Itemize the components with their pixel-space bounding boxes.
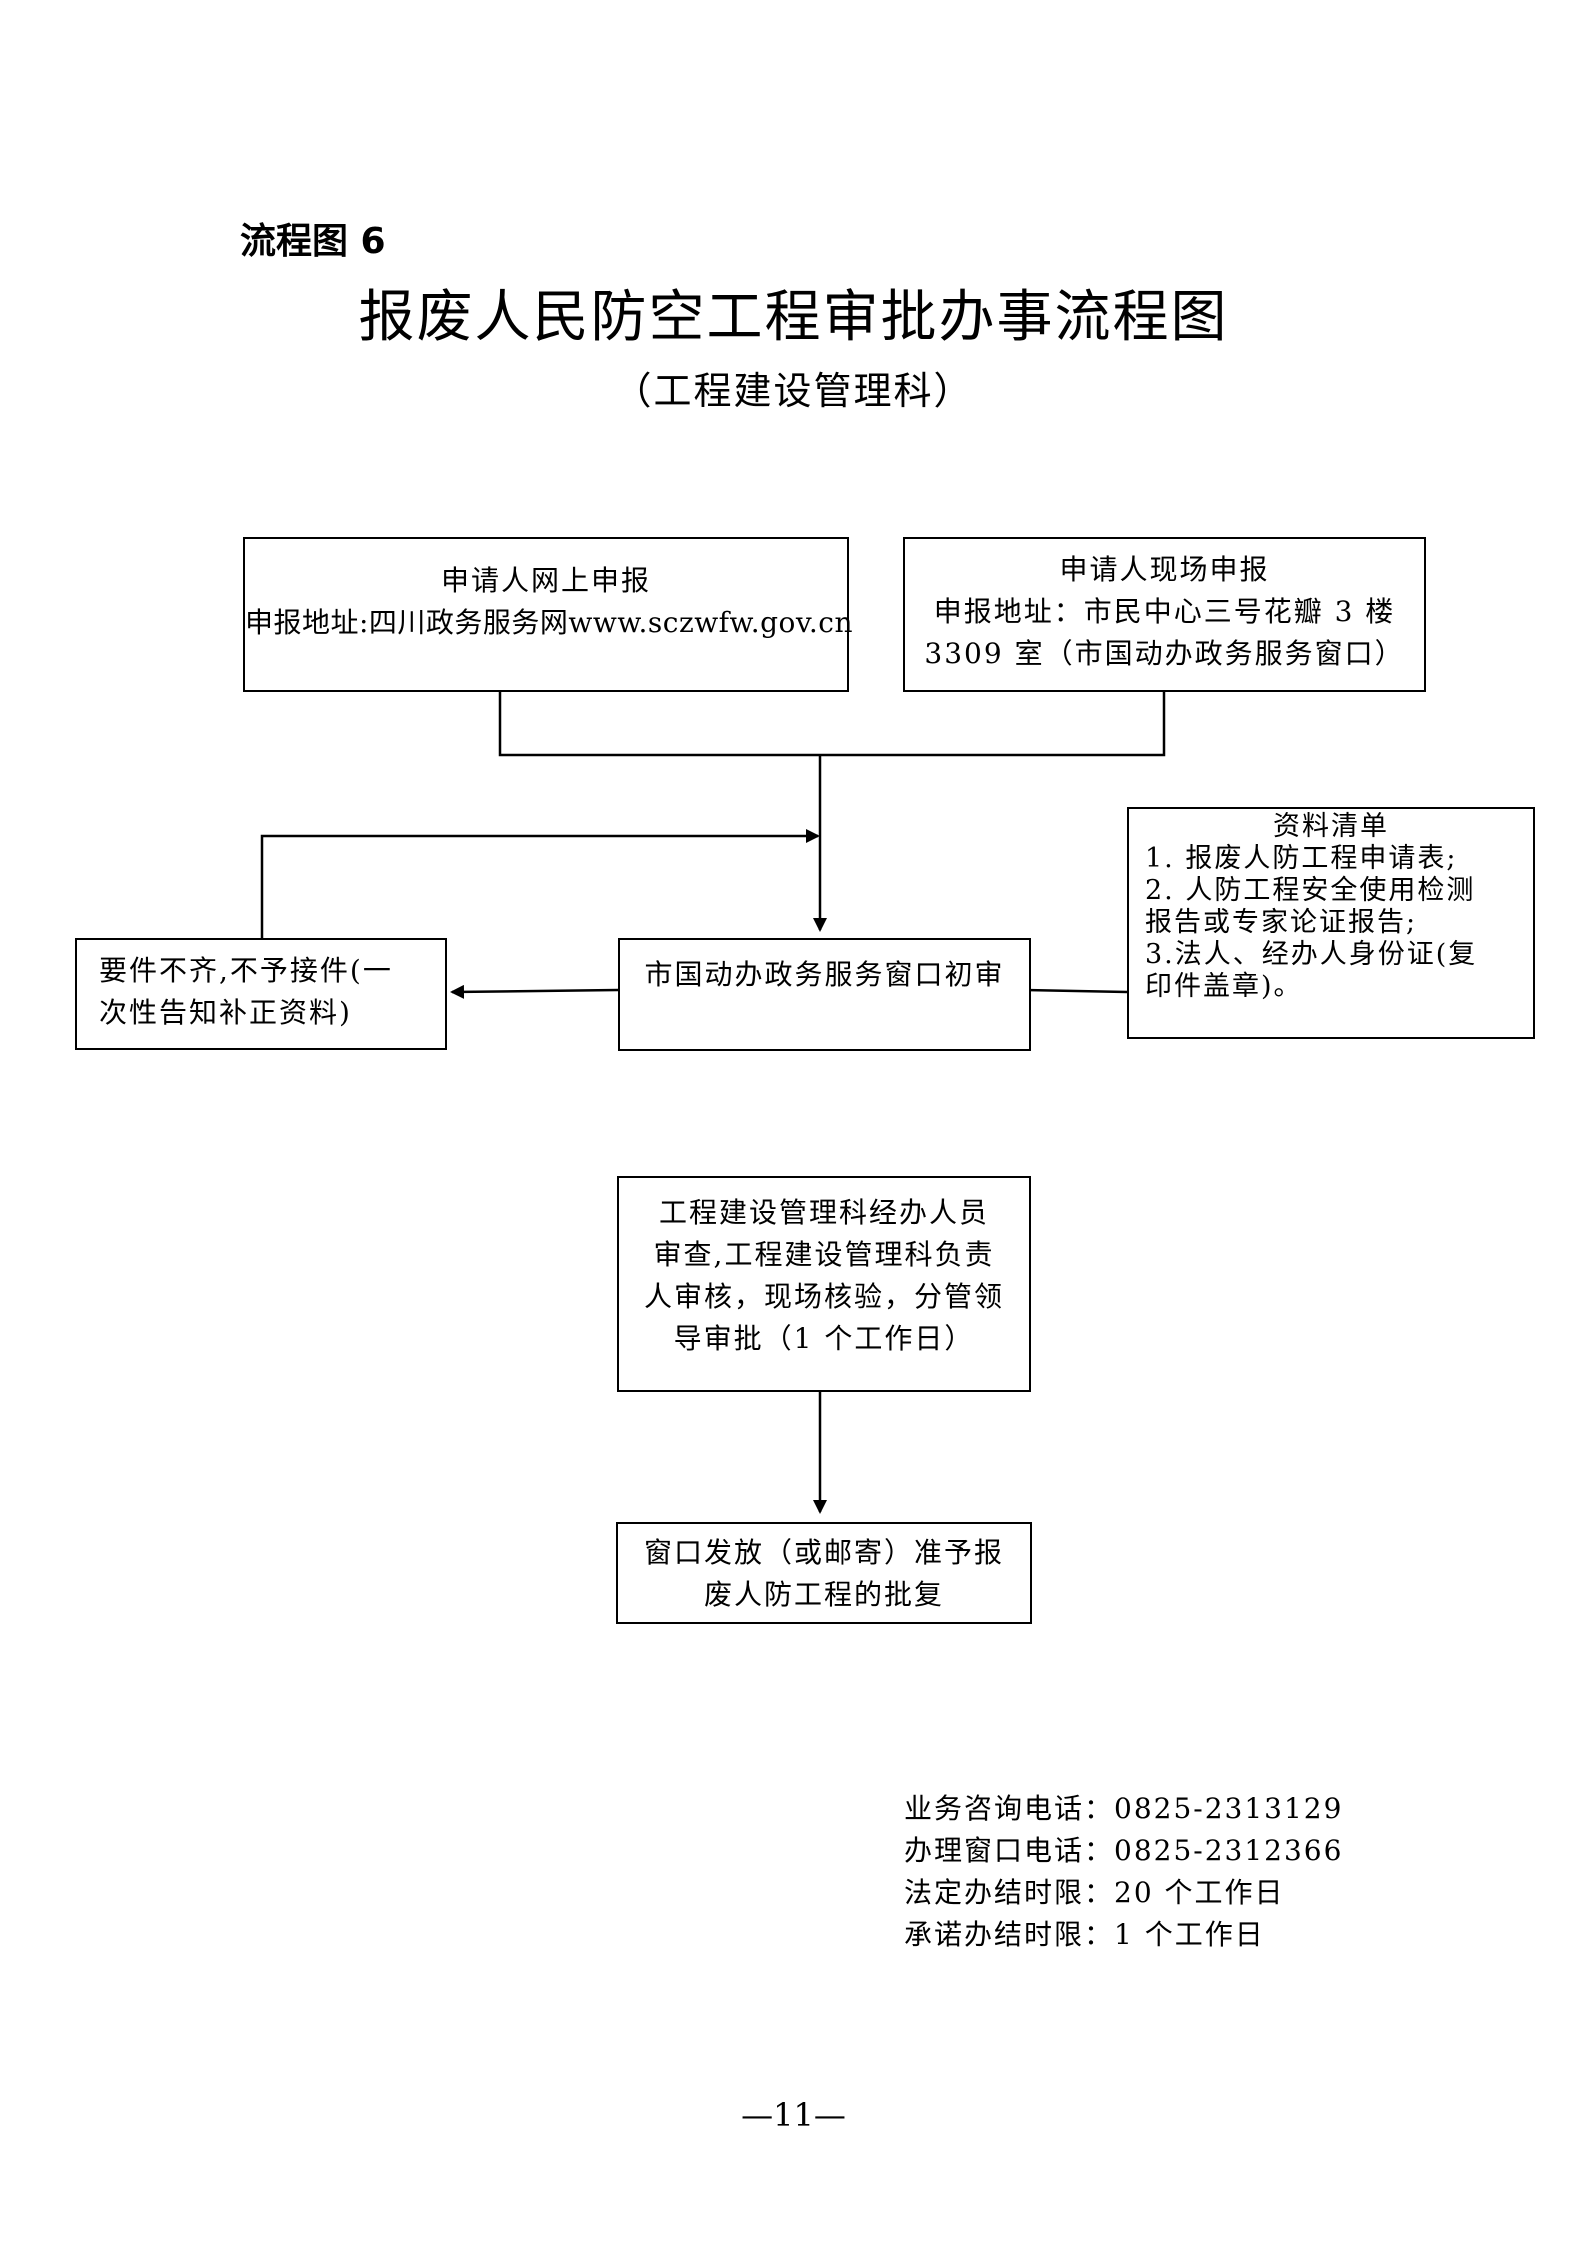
figure-label: 流程图 6 bbox=[240, 221, 386, 262]
materials-box-line: 2. 人防工程安全使用检测 bbox=[1145, 875, 1476, 906]
resubmit-arrow bbox=[260, 829, 820, 938]
consult-phone: 业务咨询电话：0825-2313129 bbox=[904, 1792, 1344, 1825]
onsite-application-box: 申请人现场申报 申报地址：市民中心三号花瓣 3 楼 3309 室（市国动办政务服… bbox=[903, 537, 1426, 692]
page-title: 报废人民防空工程审批办事流程图 bbox=[358, 285, 1229, 350]
review-box-line: 导审批（1 个工作日） bbox=[673, 1322, 975, 1355]
incomplete-materials-box: 要件不齐,不予接件(一 次性告知补正资料) bbox=[75, 938, 447, 1050]
materials-link bbox=[1024, 988, 1128, 994]
onsite-box-line: 申报地址：市民中心三号花瓣 3 楼 bbox=[933, 595, 1396, 628]
issue-box-line: 窗口发放（或邮寄）准予报 bbox=[643, 1536, 1004, 1569]
incomplete-box-line: 次性告知补正资料) bbox=[99, 996, 352, 1029]
onsite-box-line: 申请人现场申报 bbox=[1059, 553, 1270, 586]
approval-issue-box: 窗口发放（或邮寄）准予报 废人防工程的批复 bbox=[616, 1522, 1032, 1624]
initial-review-text: 市国动办政务服务窗口初审 bbox=[644, 958, 1005, 991]
arrow-to-incomplete bbox=[450, 984, 619, 999]
issue-box-line: 废人防工程的批复 bbox=[703, 1578, 944, 1611]
materials-box-heading: 资料清单 bbox=[1273, 811, 1389, 842]
materials-box-line: 报告或专家论证报告; bbox=[1145, 907, 1418, 938]
online-box-line: 申请人网上申报 bbox=[440, 564, 651, 597]
incomplete-box-line: 要件不齐,不予接件(一 bbox=[99, 954, 393, 987]
materials-box-line: 印件盖章)。 bbox=[1145, 971, 1303, 1002]
materials-box-line: 3.法人、经办人身份证(复 bbox=[1145, 939, 1478, 970]
department-review-box: 工程建设管理科经办人员 审查,工程建设管理科负责 人审核，现场核验，分管领 导审… bbox=[617, 1176, 1031, 1392]
review-box-line: 人审核，现场核验，分管领 bbox=[643, 1280, 1004, 1313]
page-number: —11— bbox=[741, 2096, 846, 2134]
page-subtitle: （工程建设管理科） bbox=[613, 369, 974, 413]
merge-connector bbox=[498, 692, 1166, 757]
materials-box-line: 1. 报废人防工程申请表; bbox=[1145, 843, 1458, 874]
online-application-box: 申请人网上申报 申报地址:四川政务服务网www.sczwfw.gov.cn bbox=[243, 537, 853, 692]
materials-list-box: 资料清单 1. 报废人防工程申请表; 2. 人防工程安全使用检测 报告或专家论证… bbox=[1127, 807, 1535, 1039]
legal-time-limit: 法定办结时限：20 个工作日 bbox=[904, 1876, 1285, 1909]
online-box-line: 申报地址:四川政务服务网www.sczwfw.gov.cn bbox=[245, 606, 853, 639]
contact-info: 业务咨询电话：0825-2313129 办理窗口电话：0825-2312366 … bbox=[904, 1788, 1343, 1956]
onsite-box-line: 3309 室（市国动办政务服务窗口） bbox=[924, 637, 1405, 670]
review-box-line: 工程建设管理科经办人员 bbox=[658, 1196, 989, 1229]
initial-review-box: 市国动办政务服务窗口初审 bbox=[618, 938, 1031, 1051]
promised-time-limit: 承诺办结时限：1 个工作日 bbox=[904, 1918, 1265, 1951]
review-box-line: 审查,工程建设管理科负责 bbox=[653, 1238, 995, 1271]
window-phone: 办理窗口电话：0825-2312366 bbox=[904, 1834, 1344, 1867]
